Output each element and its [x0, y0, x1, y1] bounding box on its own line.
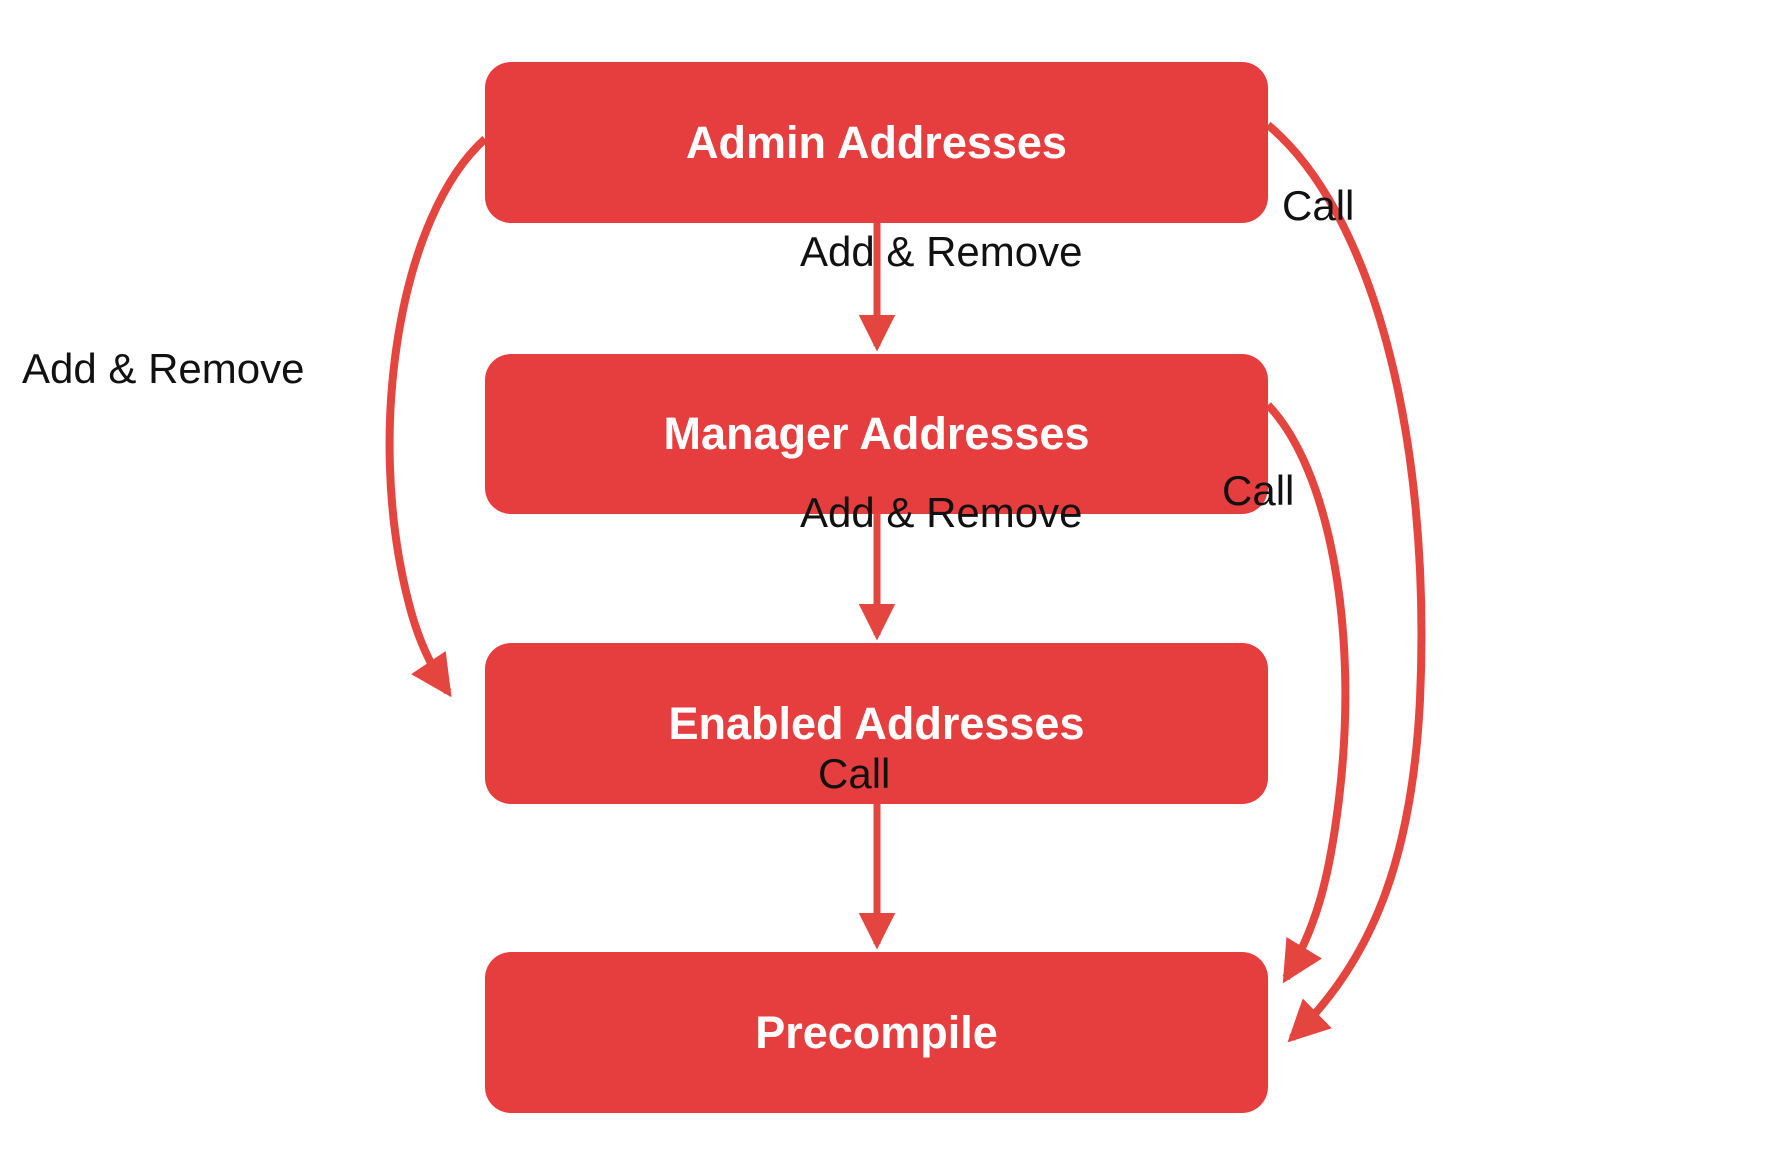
node-enabled-addresses[interactable]: Enabled Addresses	[485, 643, 1268, 804]
node-enabled-addresses-label: Enabled Addresses	[668, 697, 1085, 749]
node-admin-addresses-label: Admin Addresses	[686, 116, 1067, 168]
edge-admin-enabled	[385, 136, 488, 698]
edge-label-admin-manager: Add & Remove	[800, 228, 1083, 275]
edge-admin-precompile	[1265, 121, 1426, 1043]
node-manager-addresses-label: Manager Addresses	[663, 408, 1090, 459]
edge-label-manager-enabled: Add & Remove	[800, 489, 1083, 536]
node-admin-addresses[interactable]: Admin Addresses	[485, 62, 1268, 223]
edge-label-manager-precompile: Call	[1222, 467, 1295, 514]
edge-label-admin-enabled: Add & Remove	[22, 345, 305, 392]
node-precompile[interactable]: Precompile	[485, 952, 1268, 1113]
edge-label-enabled-precompile: Call	[818, 750, 891, 797]
node-manager-addresses[interactable]: Manager Addresses	[485, 354, 1268, 514]
node-precompile-label: Precompile	[755, 1006, 998, 1058]
edge-label-admin-precompile: Call	[1282, 182, 1355, 229]
